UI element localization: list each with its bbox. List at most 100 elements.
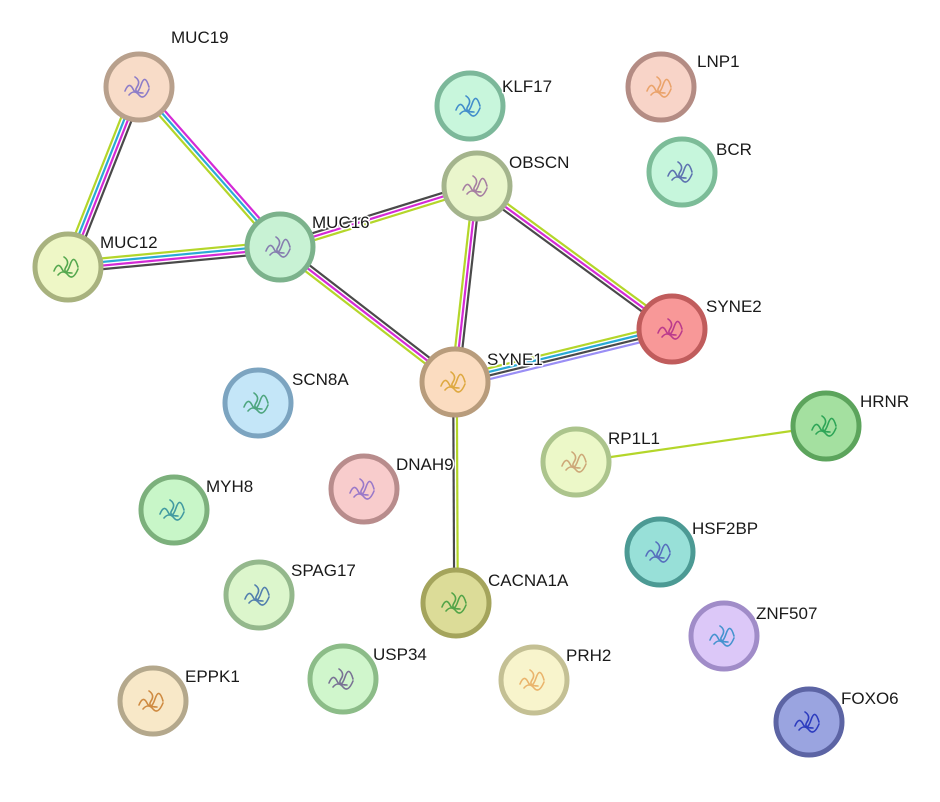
node-obscn[interactable]: OBSCN [441, 150, 571, 222]
node-scn8a[interactable]: SCN8A [222, 367, 351, 439]
node-label: HSF2BP [692, 519, 758, 538]
node-circle[interactable] [498, 644, 570, 716]
node-label: OBSCN [509, 153, 569, 172]
node-usp34[interactable]: USP34 [307, 643, 428, 715]
node-circle[interactable] [434, 70, 506, 142]
protein-structure-icon [328, 668, 354, 690]
protein-structure-icon [349, 478, 375, 500]
edge-evidence-database [455, 329, 673, 385]
edge-evidence-experimental [68, 247, 281, 270]
node-circle[interactable] [625, 51, 697, 123]
edge-evidence-homology [456, 333, 674, 389]
node-circle[interactable] [244, 211, 316, 283]
node-circle[interactable] [117, 665, 189, 737]
node-cacna1a[interactable]: CACNA1A [420, 567, 570, 639]
node-circle[interactable] [328, 453, 400, 525]
edge-evidence-coexpression [67, 244, 280, 267]
node-circle[interactable] [307, 643, 379, 715]
node-klf17[interactable]: KLF17 [434, 70, 554, 142]
node-circle[interactable] [441, 150, 513, 222]
node-circle[interactable] [636, 293, 708, 365]
edge-evidence-database [281, 243, 458, 381]
protein-structure-icon [667, 161, 693, 183]
protein-structure-icon [243, 392, 269, 414]
node-spag17[interactable]: SPAG17 [223, 559, 357, 631]
edge-evidence-experimental [279, 246, 456, 383]
edge-evidence-coexpression [454, 326, 672, 382]
node-muc12[interactable]: MUC12 [32, 231, 159, 303]
node-myh8[interactable]: MYH8 [138, 474, 255, 546]
edge-evidence-coexpression [138, 86, 281, 248]
node-circle[interactable] [103, 51, 175, 123]
node-bcr[interactable]: BCR [646, 136, 753, 208]
protein-structure-icon [462, 175, 488, 197]
node-circle[interactable] [688, 600, 760, 672]
node-label: MUC19 [171, 28, 229, 47]
edge-evidence-textmining [277, 248, 454, 386]
node-muc16[interactable]: MUC16 [244, 211, 371, 283]
node-circle[interactable] [773, 686, 845, 758]
node-label: KLF17 [502, 77, 552, 96]
protein-structure-icon [159, 499, 185, 521]
node-circle[interactable] [223, 559, 295, 631]
edge-evidence-textmining [135, 88, 279, 251]
node-label: PRH2 [566, 646, 611, 665]
node-znf507[interactable]: ZNF507 [688, 600, 819, 672]
node-label: EPPK1 [185, 667, 240, 686]
node-circle[interactable] [420, 567, 492, 639]
protein-structure-icon [138, 690, 164, 712]
node-muc19[interactable]: MUC19 [103, 27, 230, 123]
protein-structure-icon [124, 76, 150, 98]
edge-rp1l1-hrnr[interactable] [575, 424, 827, 464]
node-label: ZNF507 [756, 604, 817, 623]
node-circle[interactable] [32, 231, 104, 303]
node-label: LNP1 [697, 52, 740, 71]
node-lnp1[interactable]: LNP1 [625, 51, 741, 123]
edge-obscn-syne2[interactable] [474, 182, 675, 333]
node-label: USP34 [373, 645, 427, 664]
edge-muc19-muc16[interactable] [135, 83, 284, 251]
node-rp1l1[interactable]: RP1L1 [540, 426, 661, 498]
protein-structure-icon [646, 76, 672, 98]
edge-evidence-experimental [140, 83, 284, 246]
node-dnah9[interactable]: DNAH9 [328, 453, 455, 525]
protein-structure-icon [440, 371, 466, 393]
protein-structure-icon [794, 711, 820, 733]
node-label: SCN8A [292, 370, 349, 389]
node-circle[interactable] [138, 474, 210, 546]
node-circle[interactable] [222, 367, 294, 439]
node-eppk1[interactable]: EPPK1 [117, 665, 241, 737]
protein-structure-icon [709, 625, 735, 647]
node-prh2[interactable]: PRH2 [498, 644, 613, 716]
edge-muc16-syne1[interactable] [277, 243, 458, 386]
node-circle[interactable] [419, 346, 491, 418]
node-hrnr[interactable]: HRNR [790, 390, 911, 462]
node-syne1[interactable]: SYNE1 [419, 346, 544, 418]
node-circle[interactable] [624, 516, 696, 588]
protein-structure-icon [811, 415, 837, 437]
edge-syne1-syne2[interactable] [453, 322, 674, 389]
node-circle[interactable] [540, 426, 612, 498]
node-label: SYNE2 [706, 297, 762, 316]
node-label: BCR [716, 140, 752, 159]
edge-evidence-textmining [67, 240, 280, 263]
node-circle[interactable] [646, 136, 718, 208]
edge-evidence-database [474, 188, 671, 333]
protein-structure-icon [265, 236, 291, 258]
node-label: MUC16 [312, 213, 370, 232]
node-syne2[interactable]: SYNE2 [636, 293, 763, 365]
protein-structure-icon [645, 541, 671, 563]
node-foxo6[interactable]: FOXO6 [773, 686, 900, 758]
edge-syne1-cacna1a[interactable] [452, 381, 459, 604]
edge-evidence-textmining [575, 424, 827, 464]
node-circle[interactable] [790, 390, 862, 462]
protein-structure-icon [53, 256, 79, 278]
node-hsf2bp[interactable]: HSF2BP [624, 516, 760, 588]
node-label: DNAH9 [396, 455, 454, 474]
protein-structure-icon [455, 95, 481, 117]
edge-muc12-muc16[interactable] [67, 240, 281, 274]
edge-evidence-textmining [478, 182, 675, 327]
protein-structure-icon [519, 669, 545, 691]
